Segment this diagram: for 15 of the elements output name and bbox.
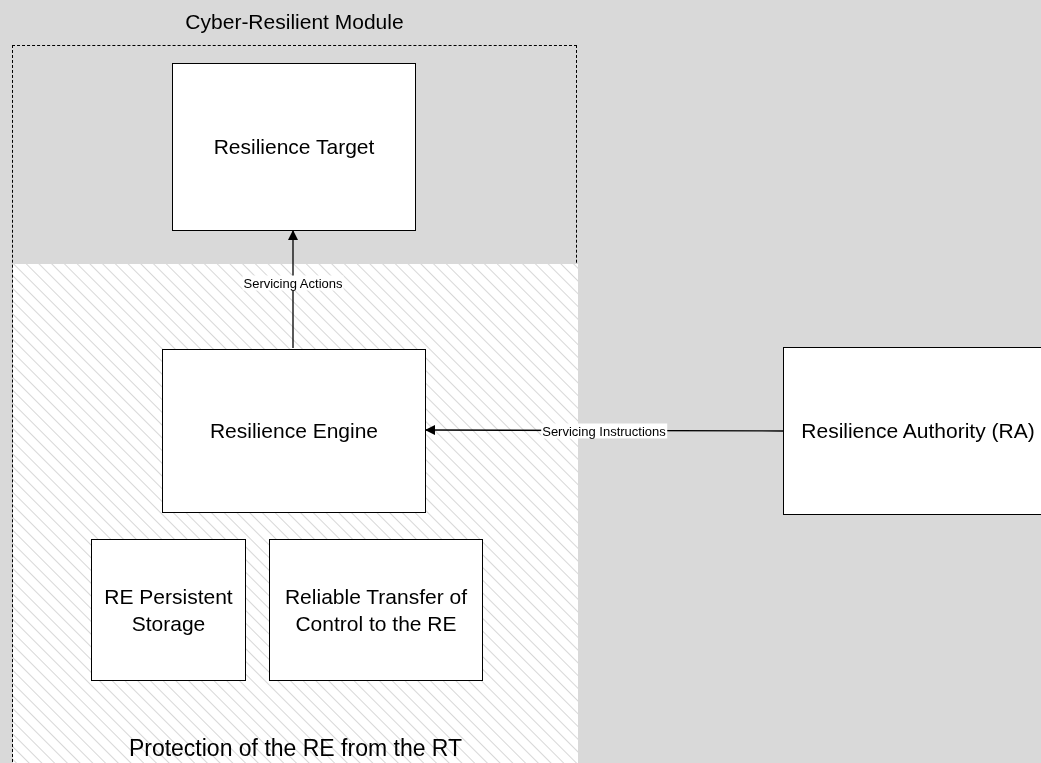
process-box — [172, 63, 416, 231]
arrow — [288, 229, 298, 349]
process-box — [269, 539, 483, 681]
edge-label: Servicing Actions — [242, 275, 344, 291]
box-label: RE Persistent Storage — [103, 583, 234, 637]
process-box — [783, 347, 1041, 515]
box-label: Resilience Target — [213, 134, 375, 161]
process-box — [91, 539, 246, 681]
edge-label: Servicing Instructions — [541, 423, 667, 438]
box-label: Reliable Transfer of Control to the RE — [283, 583, 469, 637]
box-label: Resilience Authority (RA) — [801, 418, 1035, 445]
process-box — [162, 349, 426, 513]
module-title: Cyber-Resilient Module — [184, 10, 405, 34]
box-label: Resilience Engine — [209, 418, 379, 445]
zone-label: Protection of the RE from the RT — [127, 735, 464, 762]
